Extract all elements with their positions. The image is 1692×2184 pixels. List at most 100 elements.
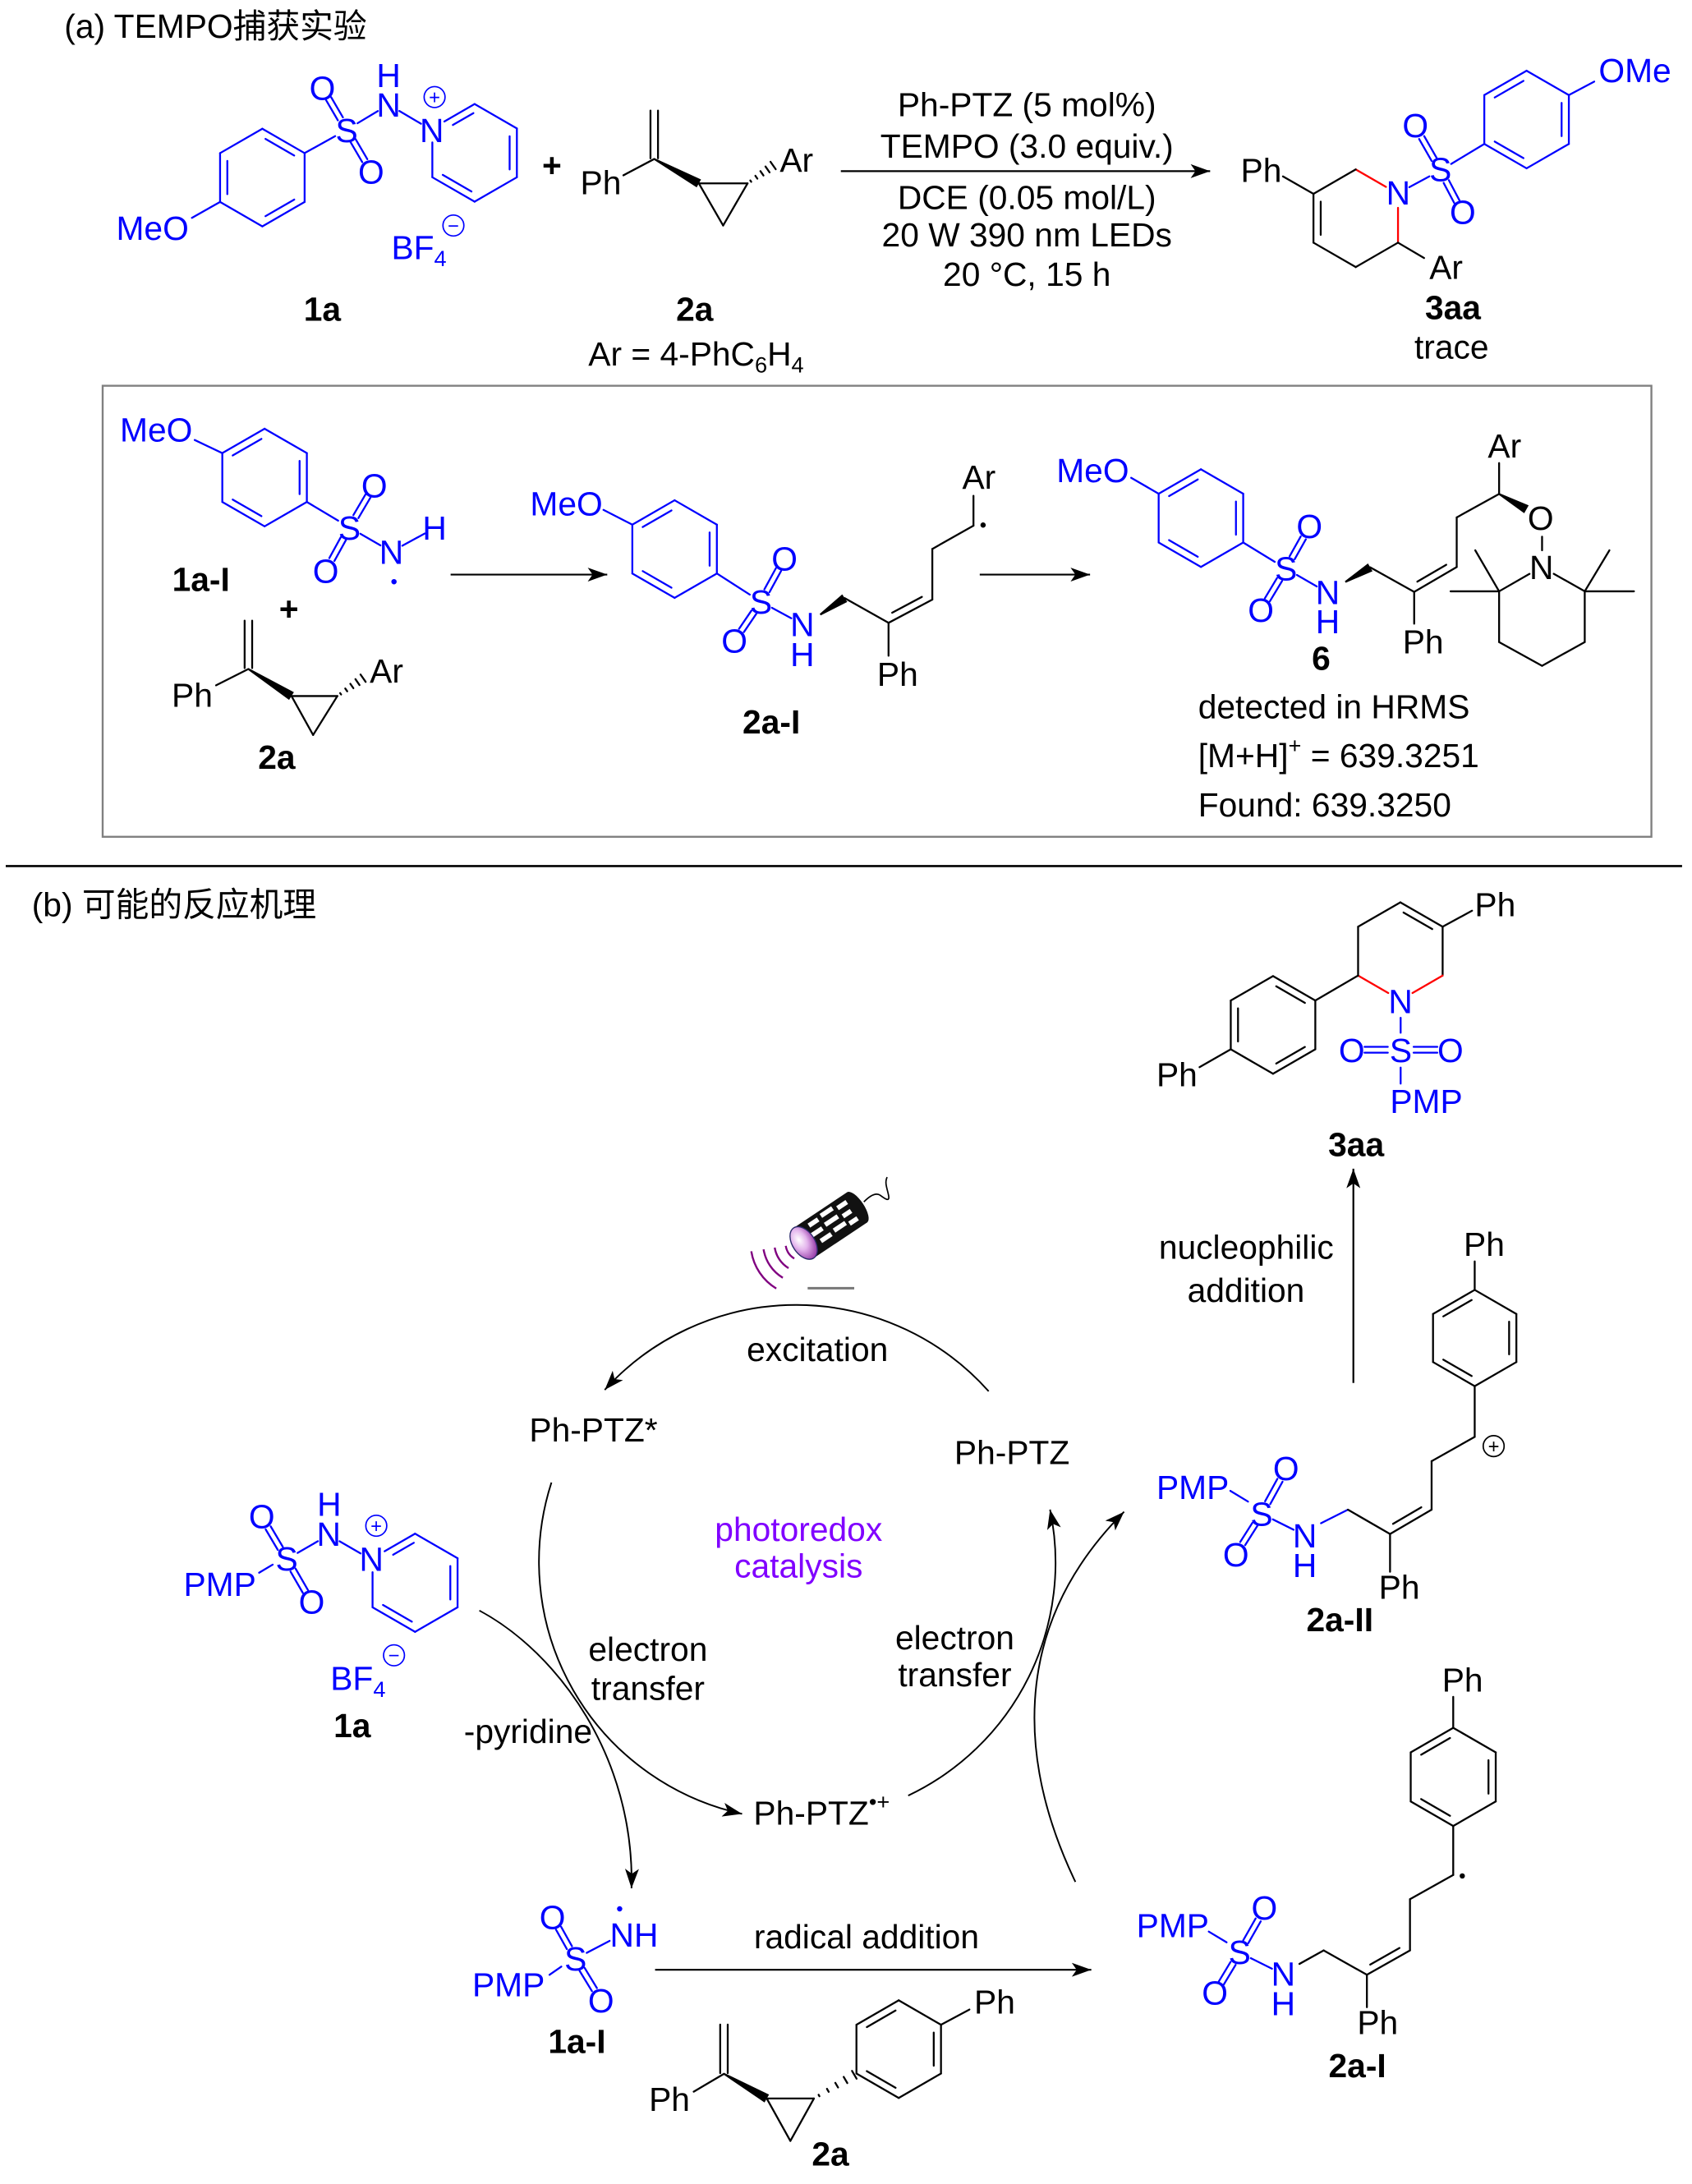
ring-bond — [218, 127, 264, 154]
hrms-calc-value: = 639.3251 — [1301, 737, 1478, 775]
double-bond — [1447, 179, 1461, 202]
atom-label-h: H — [317, 1486, 341, 1524]
single-bond — [940, 2008, 971, 2026]
ring-bond — [1409, 1800, 1455, 1828]
hash-bond-mark — [764, 165, 771, 174]
ring-bond — [1357, 974, 1390, 995]
bonds-3aa-ring — [1281, 168, 1425, 269]
double-bond — [289, 1570, 304, 1594]
ring-bond — [414, 1533, 459, 1560]
excitation-arrow — [604, 1304, 990, 1392]
single-bond — [586, 1939, 611, 1954]
single-bond — [722, 182, 749, 227]
atom-label-o: O — [1402, 107, 1428, 145]
double-bond — [554, 1929, 568, 1951]
lamp-icon — [750, 1176, 890, 1290]
single-bond — [1295, 573, 1318, 588]
double-bond — [349, 140, 364, 163]
double-bond — [333, 539, 347, 563]
compound-label: 2a-II — [1306, 1601, 1373, 1639]
double-bond-inner — [1275, 985, 1306, 1005]
single-bond — [1366, 1949, 1411, 1976]
double-bond — [294, 1567, 310, 1592]
hash-bond-mark — [749, 179, 752, 183]
atom-label-ph: Ph — [877, 655, 918, 693]
compound-2a-mechanism: Ph Ph 2a — [649, 1984, 1015, 2173]
double-bond — [1294, 538, 1308, 560]
wedge-bond — [723, 2072, 770, 2103]
single-bond — [1408, 175, 1431, 189]
single-bond — [1413, 566, 1458, 593]
atom-label-ph: Ph — [1379, 1568, 1420, 1606]
atom-label-meo: MeO — [1056, 452, 1129, 490]
bonds-2a — [214, 619, 367, 736]
ring-bond — [674, 572, 718, 600]
atom-label-o: O — [299, 1584, 325, 1621]
single-bond — [789, 2097, 816, 2142]
single-bond — [303, 135, 337, 154]
ring-bond — [1271, 975, 1317, 1002]
atom-label-n: N — [790, 605, 814, 643]
double-bond-inner — [891, 595, 923, 614]
atom-label-n: N — [376, 86, 400, 124]
bonds-2a — [692, 1999, 971, 2142]
ring-bond — [1483, 69, 1528, 96]
atom-label-o-tempo: O — [1528, 499, 1554, 537]
compound-label: 2a — [676, 291, 714, 329]
double-bond-inner — [392, 1542, 415, 1556]
lamp-body — [789, 1192, 869, 1260]
ring-bond — [473, 176, 518, 203]
bonds-1a — [258, 1525, 459, 1633]
double-bond — [1269, 1480, 1284, 1506]
atom-label-pmp: PMP — [1390, 1083, 1462, 1120]
compound-label: 2a-I — [1329, 2047, 1386, 2085]
ar-definition: Ar = 4-PhC6H4 — [588, 335, 803, 377]
hash-bond-mark — [354, 678, 361, 687]
ar-definition-text: H — [767, 335, 791, 373]
single-bond — [1229, 1489, 1249, 1503]
double-bond — [354, 138, 369, 161]
atom-label-o: O — [1296, 508, 1322, 545]
ring-bond — [1525, 69, 1570, 96]
hash-bond-mark — [834, 2081, 839, 2089]
atom-label-ph: Ph — [649, 2081, 690, 2118]
single-bond — [1396, 241, 1425, 260]
single-bond — [193, 439, 223, 454]
bonds-1a-I — [548, 1925, 611, 1993]
ring-bond — [1230, 1048, 1275, 1075]
ring-bond — [1432, 1361, 1476, 1387]
ring-bond — [431, 176, 476, 203]
hash-bond-mark — [817, 2094, 821, 2098]
atom-label-n: N — [1271, 1955, 1295, 1993]
electron-transfer-label-left: transfer — [591, 1669, 705, 1707]
atom-label-o: O — [1252, 1889, 1278, 1927]
single-bond — [1198, 1048, 1232, 1069]
yield-result: trace — [1414, 328, 1489, 366]
ring-bond — [1474, 1289, 1518, 1315]
compound-3aa: Ph N S O O OMe Ar 3aa trace — [1241, 52, 1671, 366]
single-bond — [1320, 1508, 1349, 1524]
double-bond — [328, 536, 343, 559]
double-bond — [324, 99, 339, 122]
single-bond — [1346, 1508, 1391, 1535]
radical-dot-icon — [1460, 1873, 1465, 1879]
atom-label-o: O — [771, 540, 798, 577]
single-bond — [766, 2097, 792, 2142]
ring-bond — [855, 2072, 900, 2099]
bonds-2a-II-chain — [1346, 1260, 1518, 1573]
compound-2a-box: Ph Ar 2a — [172, 619, 403, 776]
compound-2a: Ph Ar 2a Ar = 4-PhC6H4 — [581, 109, 813, 377]
single-bond — [622, 158, 655, 177]
atom-label-o: O — [358, 153, 384, 191]
hash-bond-mark — [344, 687, 348, 692]
ring-bond — [1357, 901, 1402, 928]
atom-label-n: N — [1388, 983, 1412, 1021]
ring-bond — [631, 499, 676, 526]
ring-bond — [1411, 974, 1444, 995]
atom-label-n-tempo: N — [1529, 549, 1553, 586]
single-bond — [931, 524, 975, 550]
subscript: 4 — [792, 352, 804, 377]
ring-bond — [1525, 143, 1570, 170]
ring-bond — [1199, 541, 1244, 568]
